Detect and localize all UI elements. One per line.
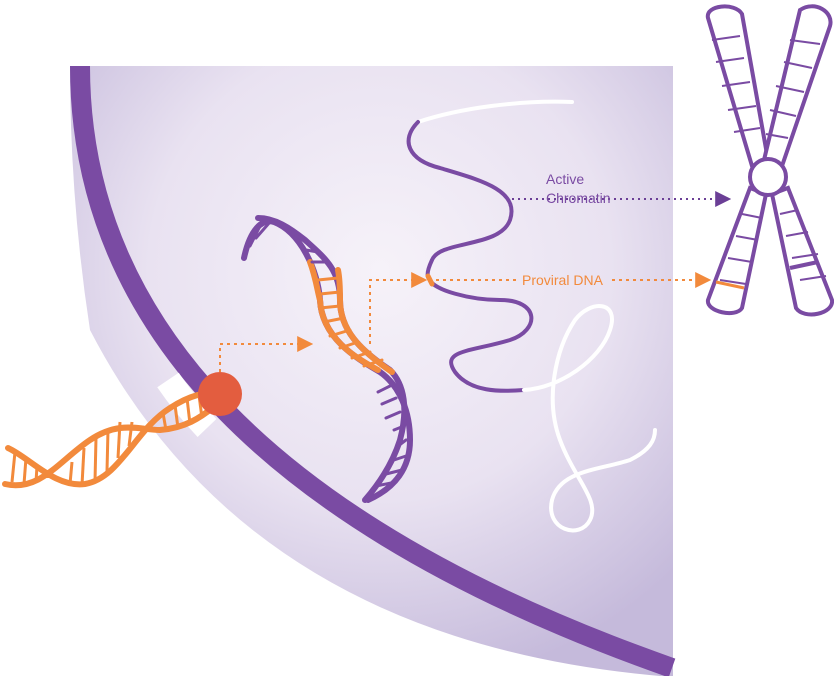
viral-rna-helix: [2, 389, 225, 489]
proviral-dna-label: Proviral DNA: [522, 272, 603, 288]
pathway-arrow-2: [369, 272, 428, 344]
chromatin-strand: [406, 99, 657, 533]
active-chromatin-line1: Active: [546, 171, 585, 187]
integrating-dna-helix: [241, 215, 414, 503]
nucleus: [70, 65, 676, 676]
pathway-arrow-1: [219, 336, 314, 372]
active-chromatin-line2: Chromatin: [546, 190, 611, 206]
chromosome-icon: [705, 4, 834, 317]
active-chromatin-label: Active Chromatin: [546, 170, 611, 208]
virus-particle: [198, 372, 242, 416]
